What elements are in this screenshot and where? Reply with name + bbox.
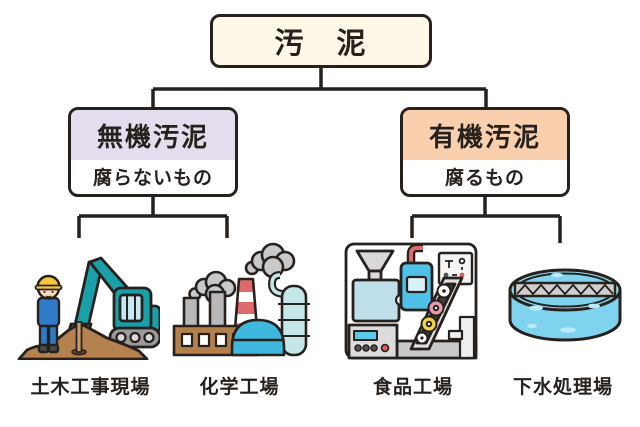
- branch-organic-subtitle: 腐るもの: [403, 160, 567, 193]
- branch-inorganic-subtitle: 腐らないもの: [71, 160, 235, 193]
- excavator-construction-illustration: [17, 256, 160, 360]
- caption-construction-site: 土木工事現場: [30, 376, 151, 398]
- root-node-label: 汚 泥: [274, 28, 368, 60]
- branch-node-organic: 有機汚泥 腐るもの: [400, 107, 570, 197]
- sewage-treatment-illustration: [508, 268, 622, 342]
- branch-inorganic-title: 無機汚泥: [71, 110, 235, 160]
- caption-sewage-plant: 下水処理場: [512, 376, 613, 398]
- root-node-sludge: 汚 泥: [210, 14, 432, 68]
- branch-node-inorganic: 無機汚泥 腐らないもの: [68, 107, 238, 197]
- caption-food-factory: 食品工場: [372, 376, 453, 398]
- branch-organic-title: 有機汚泥: [403, 110, 567, 160]
- food-factory-illustration: [344, 242, 478, 360]
- chemical-factory-illustration: [172, 242, 310, 357]
- caption-chemical-factory: 化学工場: [199, 376, 280, 398]
